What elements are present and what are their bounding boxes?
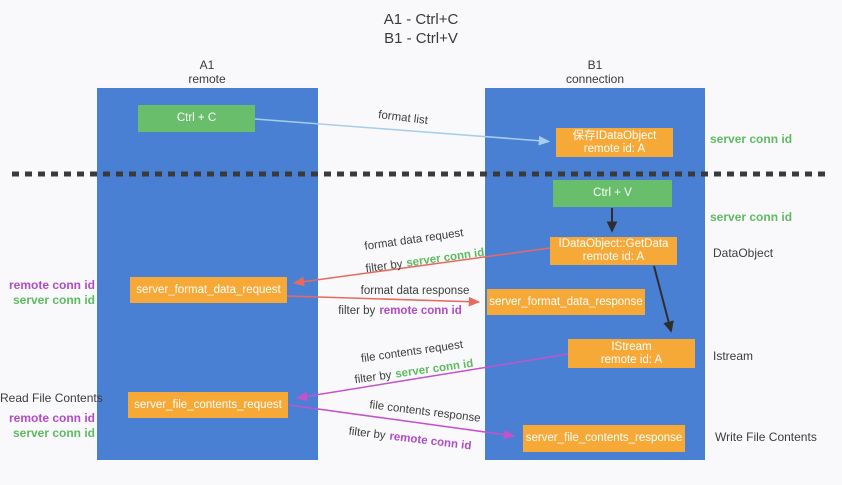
node-save-dataobject-line1: 保存IDataObject (572, 129, 657, 142)
edge-label-format-data-response: format data response (360, 285, 470, 297)
server-conn-id-text: server conn id (394, 357, 475, 381)
node-getdata-line1: IDataObject::GetData (558, 238, 669, 250)
server-conn-id-text: server conn id (405, 246, 486, 270)
filter-by-prefix: filter by (353, 369, 393, 387)
annotation-remote-conn-id-2: remote conn id (8, 411, 95, 425)
node-getdata: IDataObject::GetData remote id: A (550, 237, 677, 265)
title-line-1: A1 - Ctrl+C (383, 11, 459, 28)
node-server-format-data-response: server_format_data_response (487, 289, 645, 315)
node-istream: IStream remote id: A (568, 339, 695, 368)
lane-a1-name: A1 (199, 58, 215, 72)
node-istream-line1: IStream (611, 340, 652, 353)
node-server-file-contents-response-label: server_file_contents_response (525, 432, 683, 444)
lane-b1-role: connection (565, 72, 625, 86)
diagram-title: A1 - Ctrl+C B1 - Ctrl+V (384, 10, 459, 48)
node-ctrl-c: Ctrl + C (138, 105, 255, 132)
node-server-file-contents-request: server_file_contents_request (128, 392, 288, 418)
node-getdata-line2: remote id: A (582, 251, 645, 263)
lane-header-a1: A1 remote (188, 58, 225, 86)
node-istream-line2: remote id: A (600, 353, 663, 366)
node-ctrl-c-label: Ctrl + C (176, 112, 217, 124)
filter-by-prefix: filter by (338, 305, 376, 317)
node-server-file-contents-request-label: server_file_contents_request (134, 398, 282, 411)
annotation-read-file-contents: Read File Contents (0, 391, 103, 405)
edge-label-format-data-request: format data request (363, 227, 465, 253)
annotation-server-conn-id-2: server conn id (12, 426, 95, 440)
node-save-dataobject: 保存IDataObject remote id: A (556, 128, 673, 157)
edge-label-format-list: format list (377, 109, 429, 127)
annotation-istream: Istream (713, 349, 754, 363)
annotation-server-conn-id-top: server conn id (710, 132, 793, 146)
node-save-dataobject-line2: remote id: A (583, 142, 646, 155)
filter-by-prefix: filter by (364, 258, 404, 276)
node-server-file-contents-response: server_file_contents_response (523, 425, 685, 452)
node-server-format-data-response-label: server_format_data_response (489, 295, 643, 308)
node-ctrl-v-label: Ctrl + V (593, 187, 632, 199)
annotation-write-file-contents: Write File Contents (715, 430, 817, 444)
lane-header-b1: B1 connection (566, 58, 624, 86)
annotation-server-conn-id-1: server conn id (12, 293, 95, 307)
node-server-format-data-request-label: server_format_data_request (136, 283, 281, 296)
annotation-remote-conn-id-1: remote conn id (8, 278, 95, 292)
annotation-dataobject: DataObject (713, 246, 774, 260)
filter-by-prefix: filter by (347, 425, 387, 442)
annotation-server-conn-id-bottom: server conn id (710, 210, 793, 224)
edge-label-file-contents-response: file contents response (368, 399, 482, 425)
node-ctrl-v: Ctrl + V (553, 180, 672, 207)
lane-a1-role: remote (188, 72, 226, 86)
lane-b1-name: B1 (587, 58, 603, 72)
title-line-2: B1 - Ctrl+V (384, 30, 458, 47)
remote-conn-id-text: remote conn id (388, 430, 473, 453)
node-server-format-data-request: server_format_data_request (130, 277, 287, 303)
remote-conn-id-text: remote conn id (379, 305, 462, 317)
